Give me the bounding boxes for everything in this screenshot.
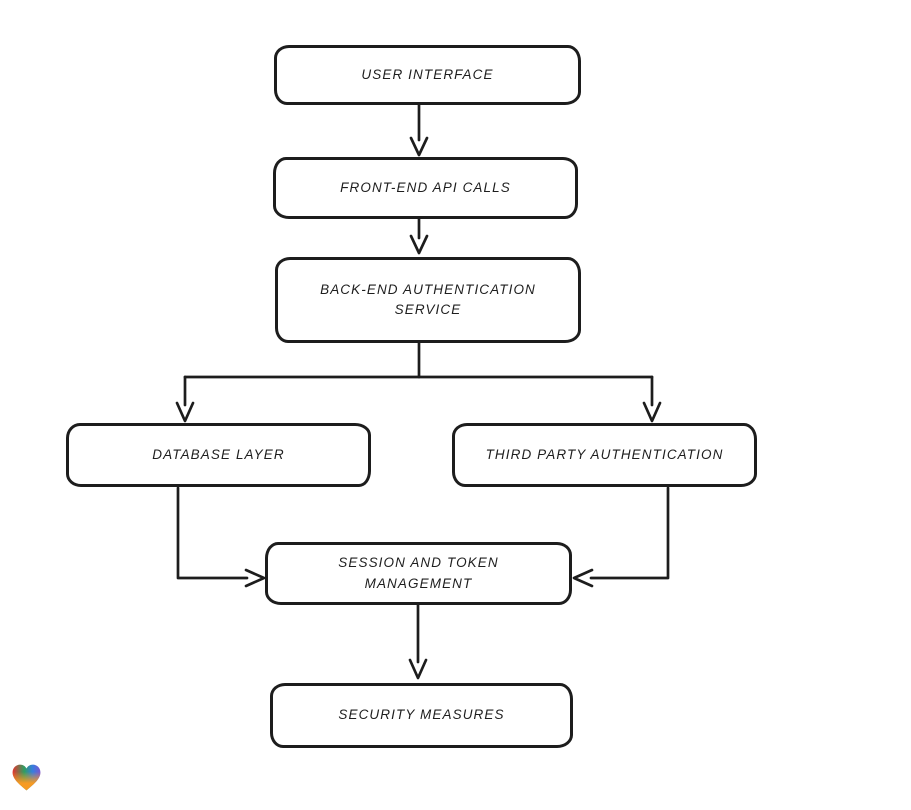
node-front-end-api-calls[interactable]: FRONT-END API CALLS	[273, 157, 578, 219]
node-label-front-end-api-calls: FRONT-END API CALLS	[340, 179, 511, 195]
node-label-security-measures: SECURITY MEASURES	[338, 707, 505, 723]
node-third-party-authentication[interactable]: THIRD PARTY AUTHENTICATION	[452, 423, 757, 487]
node-session-and-token-management[interactable]: SESSION AND TOKEN MANAGEMENT	[265, 542, 572, 605]
edge-session-to-security	[408, 603, 428, 680]
edge-backend-branch-rail	[183, 341, 654, 379]
edge-database-to-session	[176, 486, 266, 588]
edge-ui-to-frontend	[409, 103, 429, 157]
node-label-third-party-authentication: THIRD PARTY AUTHENTICATION	[485, 446, 724, 462]
edge-backend-to-thirdparty	[642, 375, 662, 423]
node-label-user-interface: USER INTERFACE	[361, 66, 494, 82]
node-label-database-layer: DATABASE LAYER	[152, 446, 285, 462]
heart-shape-overlay	[12, 764, 41, 791]
edge-backend-to-database	[175, 375, 195, 423]
node-database-layer[interactable]: DATABASE LAYER	[66, 423, 371, 487]
node-label-back-end-authentication-service: BACK-END AUTHENTICATION SERVICE	[320, 281, 536, 317]
heart-gradient-logo[interactable]	[10, 762, 43, 793]
edge-thirdparty-to-session	[572, 486, 670, 588]
node-user-interface[interactable]: USER INTERFACE	[274, 45, 581, 105]
edge-frontend-to-backend	[409, 217, 429, 255]
node-label-session-and-token-management: SESSION AND TOKEN MANAGEMENT	[338, 555, 499, 591]
node-back-end-authentication-service[interactable]: BACK-END AUTHENTICATION SERVICE	[275, 257, 581, 343]
node-security-measures[interactable]: SECURITY MEASURES	[270, 683, 573, 748]
